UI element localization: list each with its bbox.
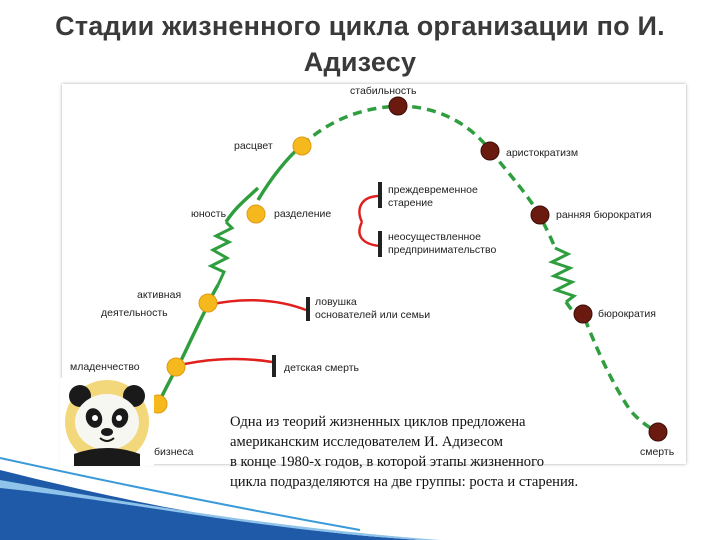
panda-image: [60, 378, 154, 466]
caption-line-2: американским исследователем И. Адизесом: [230, 434, 504, 450]
decorative-wave-dark: [0, 470, 420, 540]
panda-icon: [65, 380, 149, 466]
label-death: смерть: [640, 446, 675, 458]
growth-curve-mid: [224, 186, 260, 223]
label-unrealized-1: неосуществленное: [388, 231, 481, 243]
decorative-wave-teal: [0, 457, 361, 531]
dot-stability: [388, 96, 408, 116]
label-go-go: юность: [191, 208, 227, 220]
label-infant-mortality: детская смерть: [284, 362, 360, 374]
label-bureaucracy: бюрократия: [598, 308, 656, 320]
label-premature-aging-2: старение: [388, 197, 433, 209]
dot-aristocracy: [480, 141, 500, 161]
dot-death: [648, 422, 668, 442]
caption-line-4: цикла подразделяются на две группы: рост…: [230, 474, 579, 490]
bar-premature-aging: [378, 182, 382, 208]
bar-founder-trap: [306, 297, 310, 321]
label-separation: разделение: [274, 208, 331, 220]
dot-go-go: [246, 204, 266, 224]
dot-infancy: [166, 357, 186, 377]
label-adolescence-2: деятельность: [101, 307, 168, 319]
label-founder-trap-2: основателей или семьи: [315, 309, 430, 321]
trap-line-premature: [358, 194, 381, 223]
dot-bureaucracy: [573, 304, 593, 324]
slide-title-line2: Адизесу: [303, 47, 417, 77]
caption: Одна из теорий жизненных циклов предложе…: [230, 412, 670, 492]
slide-title: Стадии жизненного цикла организации по И…: [0, 8, 720, 80]
label-stability: стабильность: [350, 85, 417, 97]
trap-line-unrealized: [358, 221, 381, 248]
label-founder-trap-1: ловушка: [315, 296, 357, 308]
label-adolescence-1: активная: [137, 289, 181, 301]
label-early-bureaucracy: ранняя бюрократия: [556, 209, 652, 221]
growth-curve-upper: [256, 143, 304, 201]
slide-title-line1: Стадии жизненного цикла организации по И…: [55, 11, 665, 41]
dot-early-bureaucracy: [530, 205, 550, 225]
label-unrealized-2: предпринимательство: [388, 244, 496, 256]
bar-unrealized: [378, 231, 382, 257]
aging-curve-spring: [548, 246, 578, 304]
growth-curve-lower: [158, 284, 220, 401]
caption-line-1: Одна из теорий жизненных циклов предложе…: [230, 414, 526, 430]
trap-line-infant: [175, 357, 273, 368]
caption-line-3: в конце 1980-х годов, в которой этапы жи…: [230, 454, 545, 470]
aging-curve-mid: [488, 148, 557, 249]
dot-adolescence: [198, 293, 218, 313]
label-prime: расцвет: [234, 140, 273, 152]
bar-infant-mortality: [272, 355, 276, 377]
label-aristocracy: аристократизм: [506, 147, 578, 159]
label-courtship: бизнеса: [154, 446, 194, 458]
growth-curve-spring-1: [207, 220, 235, 286]
trap-line-founder: [207, 299, 307, 312]
dot-prime: [292, 136, 312, 156]
label-infancy: младенчество: [70, 361, 140, 373]
label-premature-aging-1: преждевременное: [388, 184, 478, 196]
